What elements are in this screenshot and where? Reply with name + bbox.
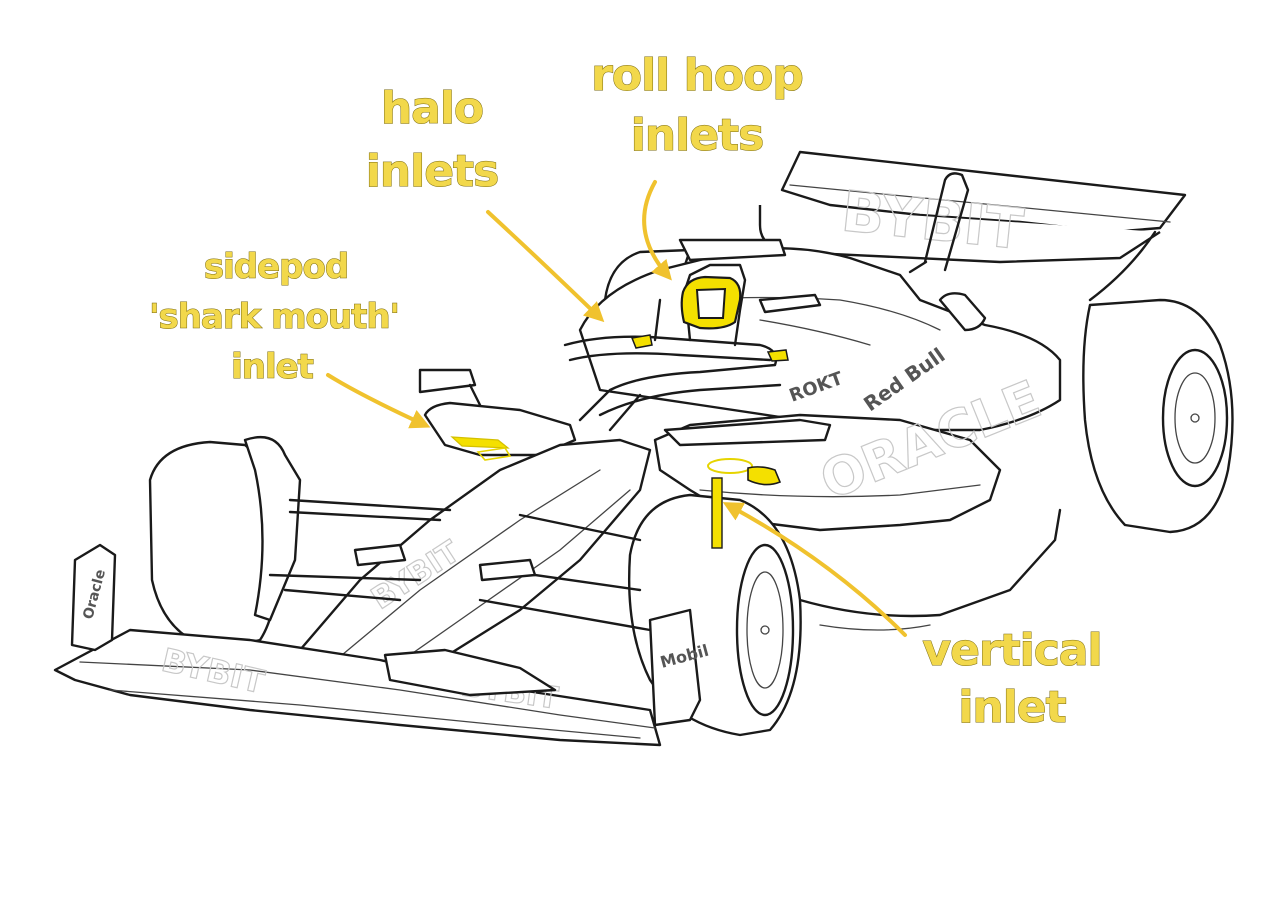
vertical-label: vertical inlet: [922, 625, 1103, 734]
roll-hoop-arrow: [642, 180, 672, 281]
halo-label: halo inlets: [365, 83, 500, 198]
shark-mouth-inlet-highlight: [450, 436, 510, 449]
annotation-labels: halo inlets roll hoop inlets sidepod 'sh…: [149, 50, 1104, 734]
halo-arrow: [486, 210, 605, 323]
rear-wing: BYBIT: [758, 150, 1187, 302]
sidepod-label-line3: inlet: [231, 347, 314, 387]
halo-inlet-highlight-left: [630, 334, 653, 349]
vertical-label-line2: inlet: [958, 682, 1066, 733]
sidepod-label: sidepod 'shark mouth' inlet: [149, 247, 401, 388]
sidepod-label-line2: 'shark mouth': [149, 297, 399, 337]
floor: [798, 508, 1062, 618]
roll-hoop-label-line2: inlets: [631, 110, 764, 161]
roll-hoop-label-line1: roll hoop: [591, 50, 803, 101]
annotation-arrows: [326, 180, 907, 637]
vertical-inlet-slot: [711, 477, 723, 549]
front-left-tyre: [148, 435, 302, 652]
vertical-label-line1: vertical: [922, 625, 1101, 676]
sidepod-arrow: [326, 373, 431, 429]
car-drawing: BYBIT ROKT Red Bull: [53, 150, 1234, 747]
front-suspension: [268, 498, 652, 632]
halo-label-line2: inlets: [366, 146, 499, 197]
sidepod-label-line1: sidepod: [204, 247, 348, 287]
vertical-arrow: [722, 502, 907, 637]
vertical-inlet-highlight: [707, 458, 753, 474]
halo-label-line1: halo: [381, 83, 483, 134]
inlet-highlights: [450, 275, 789, 549]
roll-hoop-label: roll hoop inlets: [591, 50, 805, 162]
halo-inlet-highlight-right: [766, 349, 789, 362]
front-wing: BYBIT BYBIT Oracle Mobil: [53, 543, 711, 747]
rear-right-tyre: [1082, 298, 1234, 534]
